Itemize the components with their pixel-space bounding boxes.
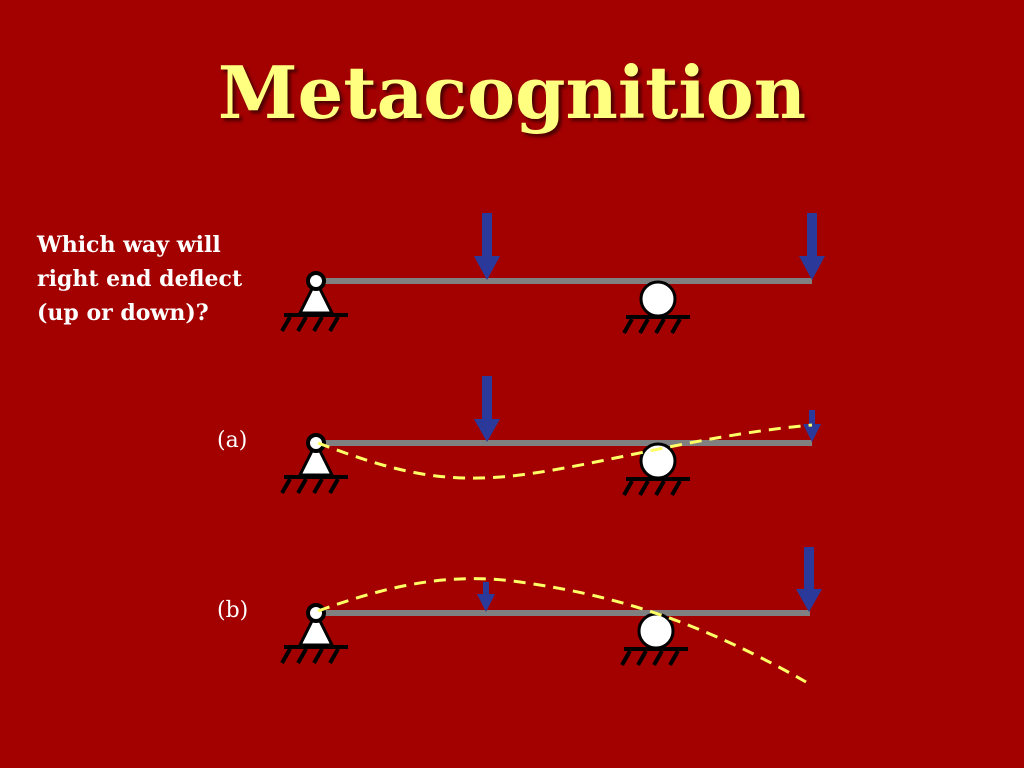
load-arrow-end (796, 547, 822, 612)
question-text: Which way will right end deflect (up or … (37, 232, 243, 326)
deflection-curve (317, 423, 813, 480)
beam-diagram-option-b (280, 547, 822, 684)
beam-diagram-question (280, 213, 825, 335)
beam-diagram-option-a (280, 376, 821, 497)
roller-support-icon (622, 442, 692, 497)
load-arrow-middle (474, 376, 500, 442)
option-a-label: (a) (217, 428, 248, 453)
option-b-label: (b) (217, 598, 249, 623)
deflection-curve (317, 577, 807, 684)
slide-title: Metacognition (217, 50, 807, 135)
load-arrow-middle (474, 213, 500, 280)
load-arrow-middle (477, 582, 495, 612)
load-arrow-end (803, 410, 821, 442)
roller-support-icon (622, 280, 692, 335)
load-arrow-end (799, 213, 825, 280)
